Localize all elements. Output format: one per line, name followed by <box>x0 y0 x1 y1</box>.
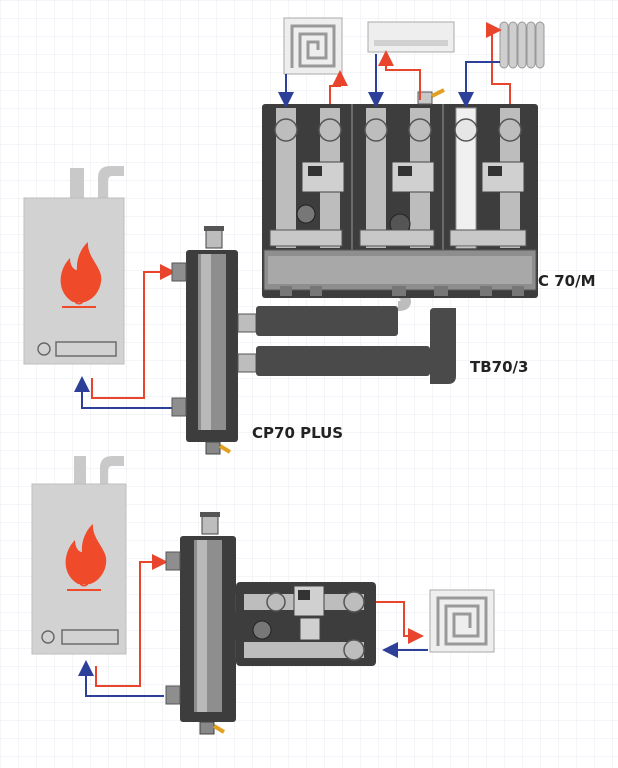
underfloor-heating-coil-icon <box>283 17 343 75</box>
return-line <box>74 376 172 409</box>
fancoil-unit-icon <box>367 21 455 53</box>
return-line <box>78 660 164 697</box>
supply-line <box>329 70 348 104</box>
drain-valve-icon <box>199 721 226 735</box>
flame-icon <box>65 524 107 591</box>
manifold-label: C 70/M <box>538 272 596 290</box>
manifold-circuit-3 <box>449 107 527 249</box>
hydraulic-separator <box>165 536 253 722</box>
supply-line <box>91 264 176 399</box>
supply-line <box>378 50 421 100</box>
pump-group <box>236 582 376 666</box>
insulated-pipe-kit <box>256 286 456 384</box>
flame-icon <box>60 242 102 308</box>
separator-label: CP70 PLUS <box>252 424 344 442</box>
underfloor-heating-coil-icon <box>429 589 495 653</box>
supply-line <box>95 554 168 687</box>
supply-line <box>486 22 511 104</box>
manifold-circuit-1 <box>269 108 345 248</box>
heating-manifold <box>262 104 538 298</box>
hydraulic-separator <box>171 250 257 442</box>
pipe-kit-label: TB70/3 <box>470 358 529 376</box>
drain-valve-icon <box>205 441 232 455</box>
air-vent-icon <box>200 512 220 535</box>
wall-boiler-icon <box>23 166 125 365</box>
manifold-circuit-2 <box>359 88 445 248</box>
radiator-icon <box>499 21 545 69</box>
return-line <box>458 61 500 108</box>
supply-line <box>376 601 424 644</box>
air-vent-icon <box>204 226 224 249</box>
